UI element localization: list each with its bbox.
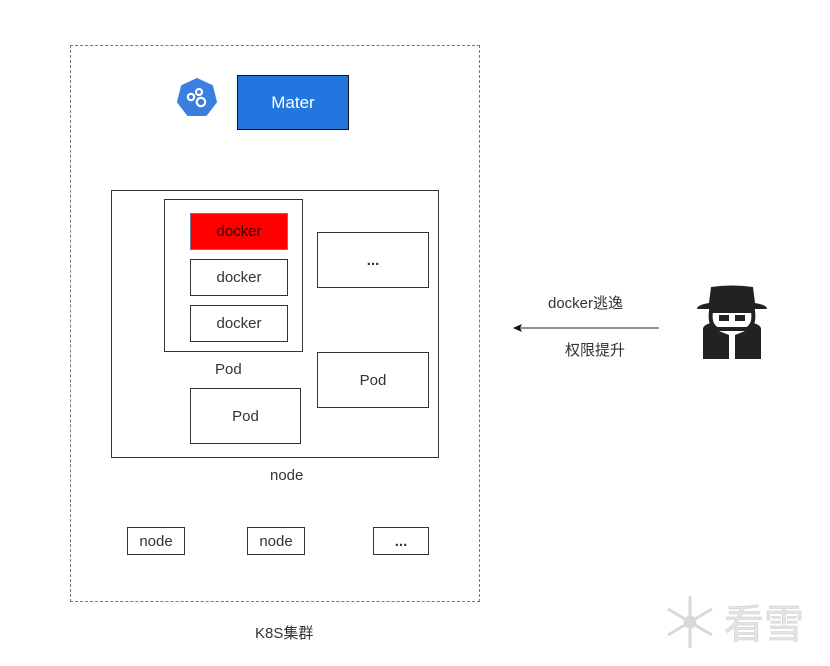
more-nodes-box[interactable]: ... — [373, 527, 429, 555]
pod-label: Pod — [232, 407, 259, 425]
other-node-box[interactable]: node — [247, 527, 305, 555]
cluster-label: K8S集群 — [255, 625, 314, 642]
ellipsis-label: ... — [366, 251, 380, 269]
docker-label: docker — [216, 315, 262, 332]
more-pods-box[interactable]: ... — [317, 232, 429, 288]
docker-label: docker — [216, 269, 262, 286]
ellipsis-label: ... — [394, 532, 408, 550]
node-label: node — [270, 467, 304, 484]
k8s-cluster-boundary — [70, 45, 480, 602]
pod-label: Pod — [359, 371, 387, 389]
compromised-docker-container[interactable]: docker — [190, 213, 288, 250]
docker-escape-label: docker逃逸 — [548, 295, 624, 312]
other-node-box[interactable]: node — [127, 527, 185, 555]
docker-container[interactable]: docker — [190, 259, 288, 296]
main-pod-label: Pod — [215, 361, 242, 378]
privilege-escalation-label: 权限提升 — [565, 342, 626, 359]
master-label: Mater — [271, 92, 315, 112]
snowflake-icon — [667, 596, 713, 648]
watermark-text: 看雪 — [724, 602, 804, 648]
attack-arrow — [513, 324, 659, 332]
kubernetes-icon — [177, 78, 217, 116]
pod-box[interactable]: Pod — [317, 352, 429, 408]
docker-container[interactable]: docker — [190, 305, 288, 342]
node-box-label: node — [139, 532, 173, 550]
watermark: 看雪 — [667, 596, 804, 648]
pod-box[interactable]: Pod — [190, 388, 301, 444]
docker-label: docker — [216, 223, 262, 240]
master-node[interactable]: Mater — [237, 75, 349, 130]
node-box-label: node — [259, 532, 293, 550]
hacker-icon — [697, 285, 767, 359]
